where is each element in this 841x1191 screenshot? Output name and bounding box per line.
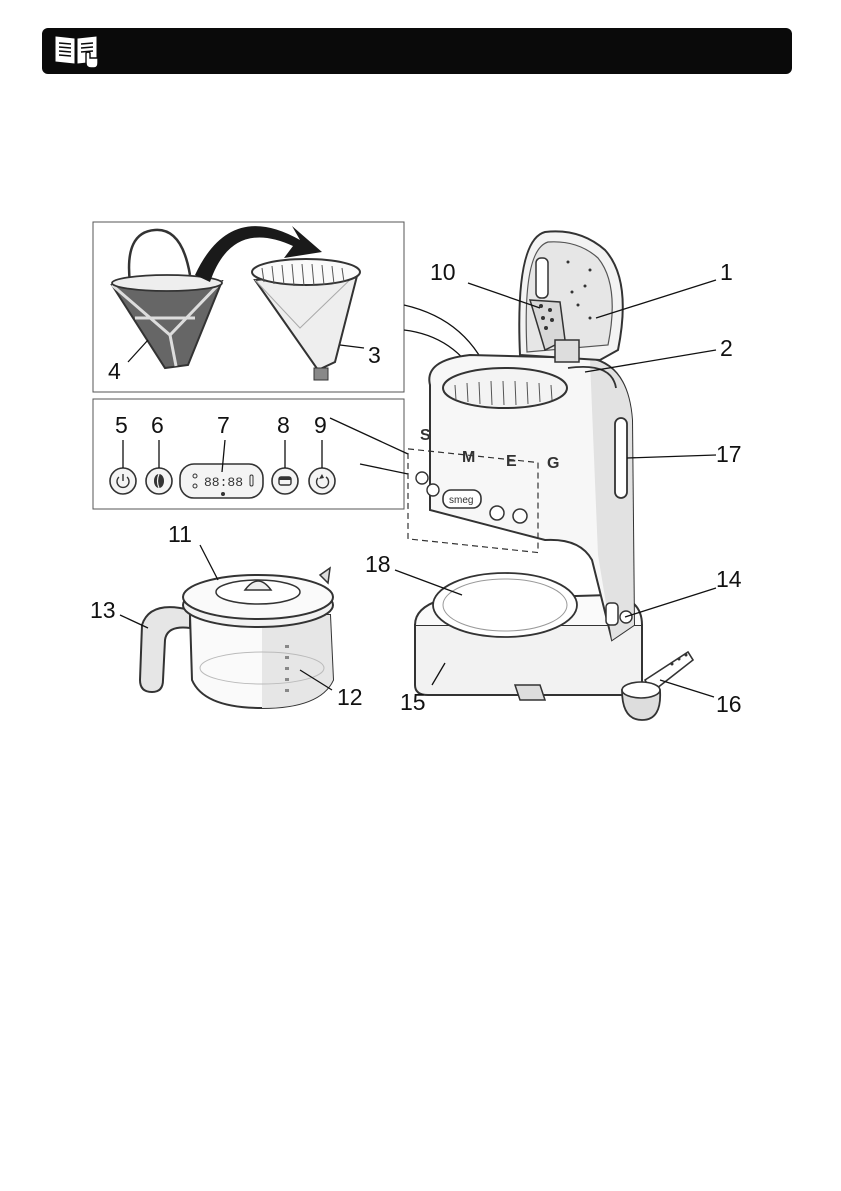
callout-13: 13 — [90, 597, 116, 623]
callout-16: 16 — [716, 691, 742, 717]
keep-warm-button-icon — [272, 468, 298, 494]
callout-2: 2 — [720, 335, 733, 361]
display-digits: 88:88 — [204, 475, 243, 490]
callout-18: 18 — [365, 551, 391, 577]
glass-carafe — [140, 568, 333, 708]
callout-10: 10 — [430, 259, 456, 285]
callout-15: 15 — [400, 689, 426, 715]
front-panel-badge: smeg — [449, 495, 473, 506]
callout-17: 17 — [716, 441, 742, 467]
callout-4: 4 — [108, 358, 121, 384]
callout-5: 5 — [115, 412, 128, 438]
logo-letter-e: E — [506, 453, 517, 470]
filter-holder — [252, 259, 360, 380]
callout-11: 11 — [168, 521, 192, 547]
permanent-filter — [112, 230, 222, 368]
callout-14: 14 — [716, 566, 742, 592]
callout-9: 9 — [314, 412, 327, 438]
logo-letter-s: S — [420, 427, 431, 444]
callout-12: 12 — [337, 684, 363, 710]
auto-start-button-icon — [309, 468, 335, 494]
callout-1: 1 — [720, 259, 733, 285]
callout-7: 7 — [217, 412, 230, 438]
callout-3: 3 — [368, 342, 381, 368]
logo-letter-g: G — [547, 455, 559, 472]
logo-letter-m: M — [462, 449, 475, 466]
water-level-window — [615, 418, 627, 498]
callout-8: 8 — [277, 412, 290, 438]
callout-6: 6 — [151, 412, 164, 438]
coffee-machine: S M E G smeg — [408, 231, 642, 700]
